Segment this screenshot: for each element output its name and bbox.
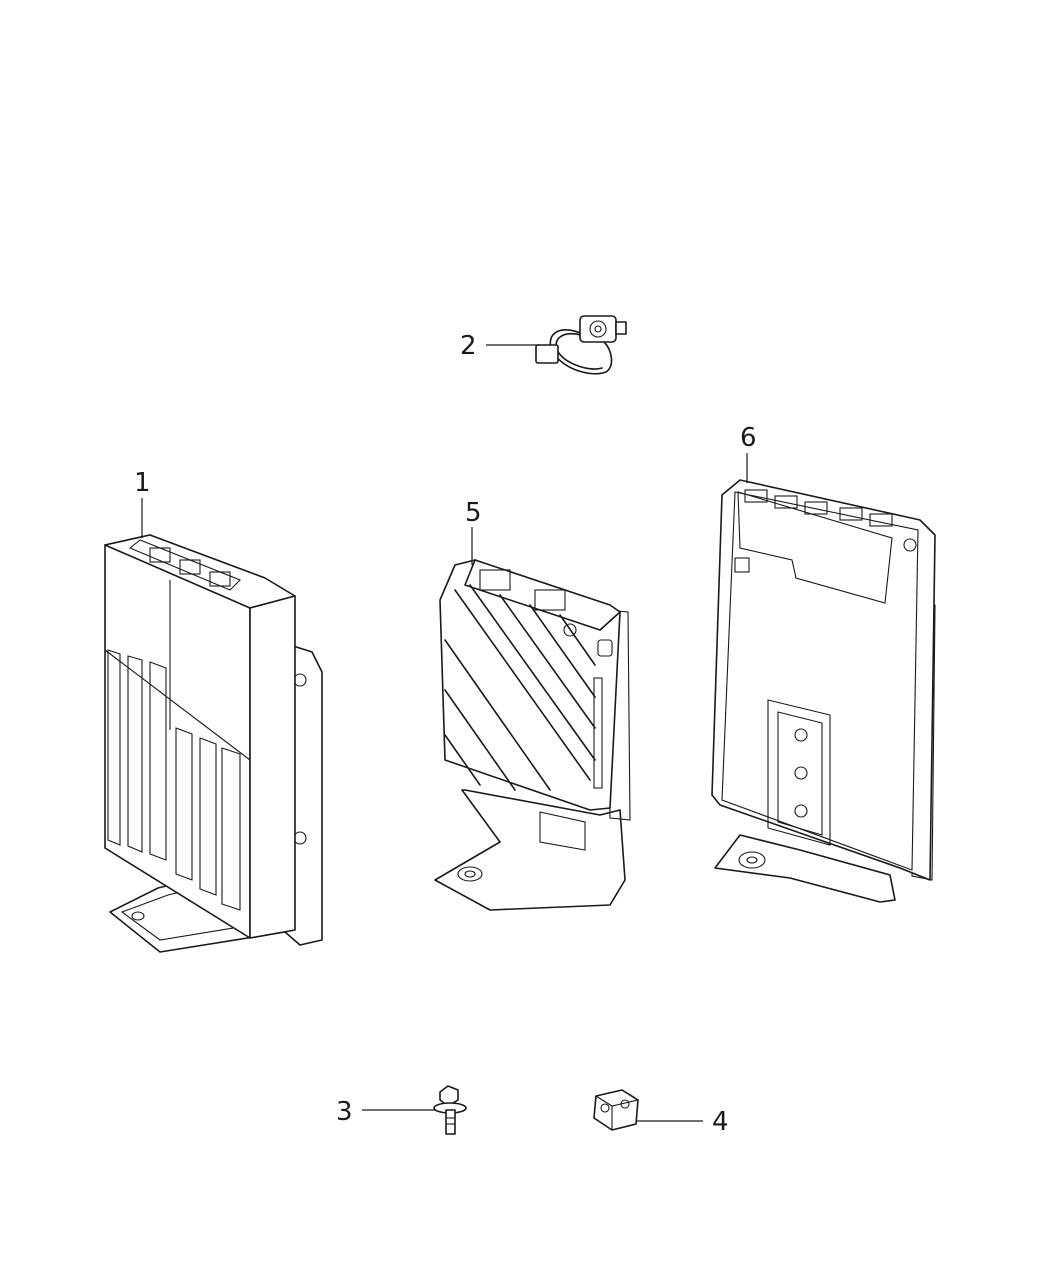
callout-3: 3 [336,1097,353,1127]
part-4-clip-nut[interactable] [593,1089,639,1131]
part-1-control-module[interactable] [104,534,323,953]
callout-4: 4 [712,1107,729,1137]
part-2-connector-cable[interactable] [535,315,627,375]
callout-1: 1 [134,468,151,498]
callout-5: 5 [465,498,482,528]
callout-2: 2 [460,331,477,361]
part-5-control-module[interactable] [434,559,631,911]
part-6-control-module[interactable] [711,479,936,903]
part-3-bolt[interactable] [433,1085,467,1135]
callout-6: 6 [740,423,757,453]
